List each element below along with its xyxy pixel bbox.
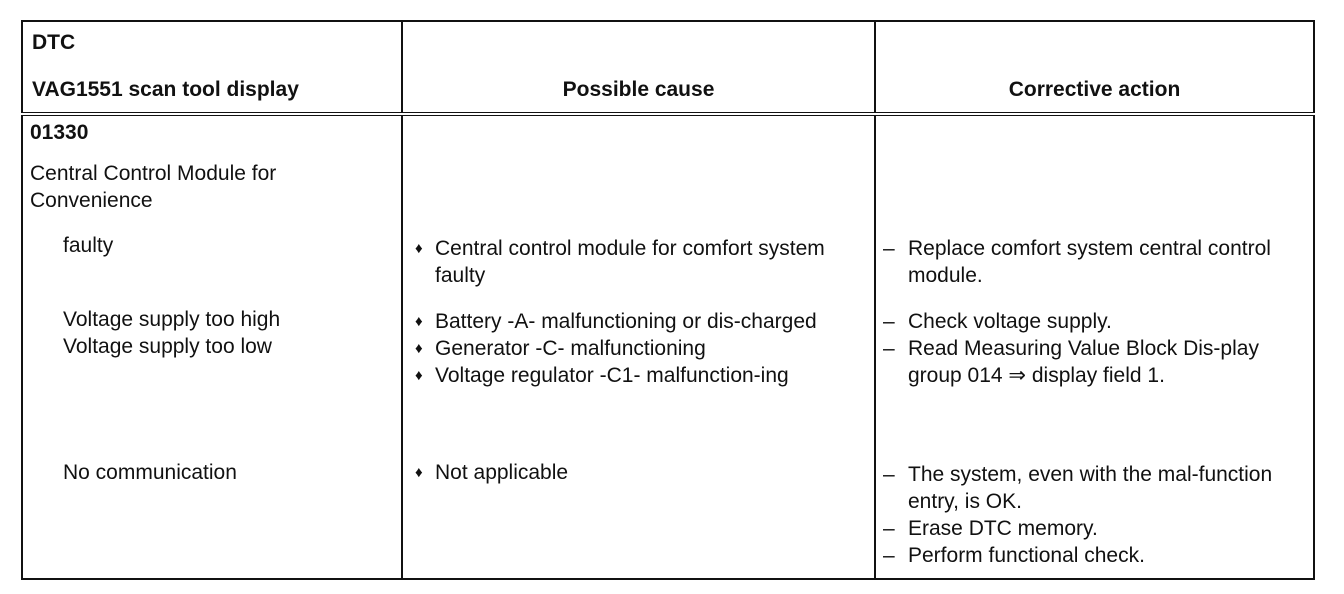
dash-bullet-icon: – xyxy=(883,237,895,260)
action-cell: –Replace comfort system central control … xyxy=(874,114,1315,579)
header-dtc-label: DTC xyxy=(32,31,76,54)
dash-bullet-icon: – xyxy=(883,544,895,567)
dash-bullet-icon: – xyxy=(883,517,895,540)
header-dtc-column: DTC VAG1551 scan tool display xyxy=(21,21,403,116)
action-list-voltage: –Check voltage supply. –Read Measuring V… xyxy=(881,308,1309,389)
dash-bullet-icon: – xyxy=(883,310,895,333)
list-item: ♦Battery -A- malfunctioning or dis-charg… xyxy=(415,310,817,333)
action-list-faulty: –Replace comfort system central control … xyxy=(881,235,1309,289)
cause-list-no-communication: ♦Not applicable xyxy=(413,459,858,486)
dtc-table: DTC VAG1551 scan tool display Possible c… xyxy=(21,20,1315,580)
diamond-bullet-icon: ♦ xyxy=(415,240,423,257)
dtc-title: Central Control Module for Convenience xyxy=(30,162,277,212)
display-no-communication: No communication xyxy=(63,461,237,484)
list-item: –Perform functional check. xyxy=(883,544,1145,567)
diamond-bullet-icon: ♦ xyxy=(415,464,423,481)
header-action-column: Corrective action xyxy=(874,21,1315,116)
list-item: –Erase DTC memory. xyxy=(883,517,1098,540)
header-cause-column: Possible cause xyxy=(401,21,876,116)
list-item: ♦Generator -C- malfunctioning xyxy=(415,337,706,360)
list-item: –The system, even with the mal-function … xyxy=(883,463,1273,513)
list-item: ♦Voltage regulator -C1- malfunction-ing xyxy=(415,364,789,387)
table-row: 01330 Central Control Module for Conveni… xyxy=(21,114,1315,579)
dtc-cell: 01330 Central Control Module for Conveni… xyxy=(21,114,403,579)
dtc-code: 01330 xyxy=(30,121,89,144)
header-cause-label: Possible cause xyxy=(562,78,715,101)
table-header-row: DTC VAG1551 scan tool display Possible c… xyxy=(21,21,1315,116)
list-item: –Check voltage supply. xyxy=(883,310,1112,333)
list-item: –Read Measuring Value Block Dis-play gro… xyxy=(883,337,1259,387)
diamond-bullet-icon: ♦ xyxy=(415,367,423,384)
header-scan-tool-label: VAG1551 scan tool display xyxy=(32,78,299,101)
list-item: –Replace comfort system central control … xyxy=(883,237,1271,287)
header-action-label: Corrective action xyxy=(1008,78,1181,101)
dash-bullet-icon: – xyxy=(883,463,895,486)
action-list-no-communication: –The system, even with the mal-function … xyxy=(881,461,1309,569)
list-item: ♦Not applicable xyxy=(415,461,569,484)
list-item: ♦Central control module for comfort syst… xyxy=(415,237,825,287)
cause-list-voltage: ♦Battery -A- malfunctioning or dis-charg… xyxy=(413,308,858,389)
cause-cell: ♦Central control module for comfort syst… xyxy=(401,114,876,579)
dash-bullet-icon: – xyxy=(883,337,895,360)
diamond-bullet-icon: ♦ xyxy=(415,313,423,330)
dtc-document: DTC VAG1551 scan tool display Possible c… xyxy=(21,20,1315,580)
cause-list-faulty: ♦Central control module for comfort syst… xyxy=(413,235,858,289)
diamond-bullet-icon: ♦ xyxy=(415,340,423,357)
display-voltage: Voltage supply too high Voltage supply t… xyxy=(63,308,281,358)
display-faulty: faulty xyxy=(63,234,114,257)
